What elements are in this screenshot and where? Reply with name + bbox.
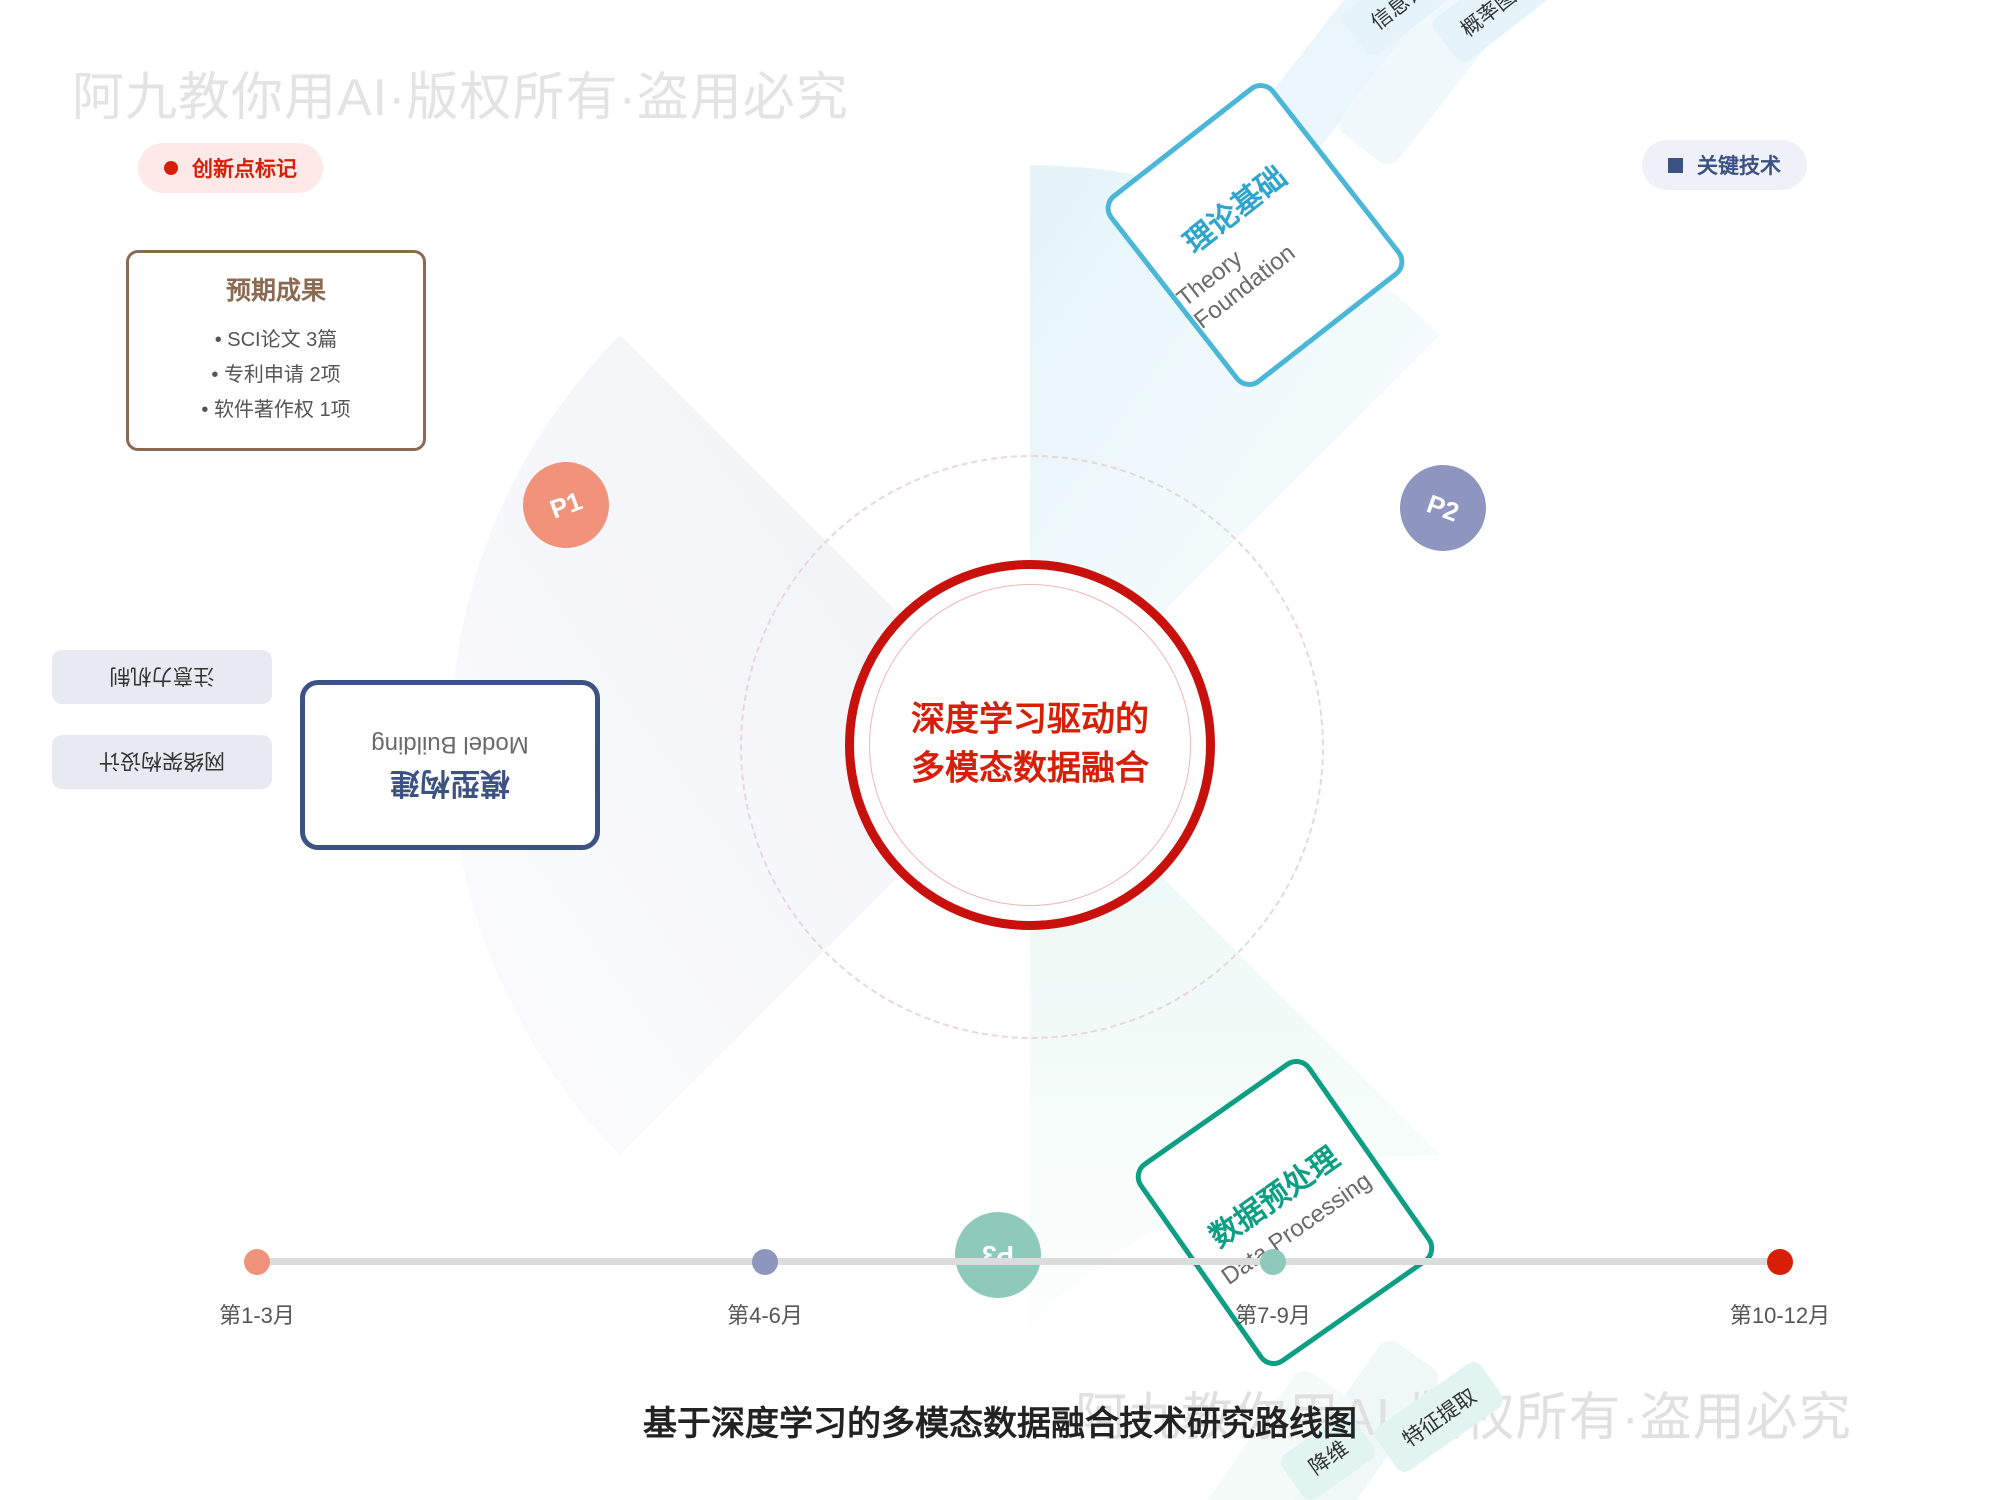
phase-bubble-p3[interactable]: P3 bbox=[955, 1212, 1041, 1298]
expected-outcome-card: 预期成果 SCI论文 3篇 专利申请 2项 软件著作权 1项 bbox=[126, 250, 426, 451]
timeline-node-3[interactable] bbox=[1260, 1249, 1286, 1275]
legend-key-tech-label: 关键技术 bbox=[1697, 155, 1781, 178]
tag-model-1[interactable]: 注意力机制 bbox=[52, 650, 272, 704]
stage-card-model-en: Model Building bbox=[371, 731, 529, 759]
timeline-label-1: 第1-3月 bbox=[219, 1303, 295, 1328]
expected-outcome-list: SCI论文 3篇 专利申请 2项 软件著作权 1项 bbox=[139, 323, 413, 428]
timeline-label-3: 第7-9月 bbox=[1235, 1303, 1311, 1328]
core-title-line2: 多模态数据融合 bbox=[911, 750, 1149, 788]
page-title: 基于深度学习的多模态数据融合技术研究路线图 bbox=[643, 1405, 1357, 1443]
stage-card-model-cn: 模型构建 bbox=[390, 766, 510, 800]
legend-key-tech[interactable]: 关键技术 bbox=[1642, 140, 1807, 190]
core-circle: 深度学习驱动的 多模态数据融合 bbox=[845, 560, 1215, 930]
timeline-track bbox=[250, 1258, 1780, 1265]
stage-card-model[interactable]: 模型构建 Model Building bbox=[300, 680, 600, 850]
core-title: 深度学习驱动的 多模态数据融合 bbox=[854, 696, 1206, 795]
timeline-node-4[interactable] bbox=[1767, 1249, 1793, 1275]
timeline-node-1[interactable] bbox=[244, 1249, 270, 1275]
list-item: 软件著作权 1项 bbox=[139, 393, 413, 428]
timeline-label-4: 第10-12月 bbox=[1729, 1303, 1831, 1328]
list-item: 专利申请 2项 bbox=[139, 358, 413, 393]
watermark-top: 阿九教你用AI·版权所有·盗用必究 bbox=[72, 69, 849, 127]
tag-model-2[interactable]: 网络架构设计 bbox=[52, 735, 272, 789]
legend-innovation-label: 创新点标记 bbox=[192, 158, 297, 181]
legend-innovation[interactable]: 创新点标记 bbox=[138, 143, 323, 193]
square-marker-icon bbox=[1668, 157, 1683, 173]
core-inner-ring bbox=[869, 584, 1191, 906]
core-title-line1: 深度学习驱动的 bbox=[911, 700, 1149, 739]
orbit-ring bbox=[740, 455, 1324, 1039]
timeline-label-2: 第4-6月 bbox=[727, 1303, 803, 1328]
expected-outcome-title: 预期成果 bbox=[225, 277, 326, 305]
list-item: SCI论文 3篇 bbox=[139, 323, 413, 358]
timeline-node-2[interactable] bbox=[752, 1249, 778, 1275]
circle-marker-icon bbox=[164, 161, 178, 175]
